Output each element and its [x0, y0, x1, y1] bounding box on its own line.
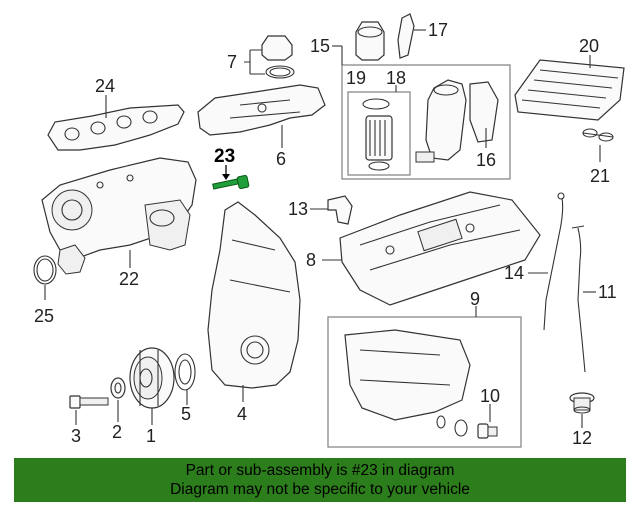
callout-16: 16 [476, 150, 496, 170]
part-20-oil-cooler [514, 59, 625, 121]
callout-18: 18 [386, 68, 406, 88]
part-18-filter-element [362, 98, 393, 171]
callout-13: 13 [288, 199, 308, 219]
part-8-upper-oil-pan [339, 191, 541, 306]
callout-20: 20 [579, 36, 599, 56]
callout-5: 5 [181, 404, 191, 424]
callout-8: 8 [306, 250, 316, 270]
banner-line-1: Part or sub-assembly is #23 in diagram [185, 462, 455, 479]
part-9-lower-oil-pan [344, 329, 471, 437]
group-box-15 [341, 64, 511, 180]
callout-12: 12 [572, 428, 592, 448]
group-box-9 [327, 316, 522, 448]
part-14-dipstick [543, 192, 565, 331]
banner-line-2: Diagram may not be specific to your vehi… [170, 481, 470, 498]
part-1-crank-pulley [129, 347, 175, 409]
callout-3: 3 [71, 426, 81, 446]
part-12-fill-cap [569, 392, 595, 414]
part-17-sensor [397, 13, 415, 59]
callout-9: 9 [470, 289, 480, 309]
callout-7: 7 [227, 52, 237, 72]
part-4-timing-cover [207, 201, 301, 389]
callout-1: 1 [146, 426, 156, 446]
callout-22: 22 [119, 269, 139, 289]
callout-labels: 1 2 3 4 5 6 7 8 9 10 11 12 13 14 15 16 1… [34, 20, 617, 448]
callout-4: 4 [237, 404, 247, 424]
info-banner: Part or sub-assembly is #23 in diagram D… [14, 458, 626, 502]
part-10-drain-plug [477, 423, 498, 439]
part-13-bracket [327, 195, 353, 225]
part-25-o-ring [33, 255, 57, 285]
callout-14: 14 [504, 263, 524, 283]
part-11-dipstick-tube [571, 225, 586, 373]
part-23-bolt [212, 174, 250, 190]
callout-23: 23 [214, 146, 235, 167]
callout-25: 25 [34, 306, 54, 326]
callout-15: 15 [310, 36, 330, 56]
part-7-cap-and-seal [261, 35, 295, 79]
part-3-bolt [69, 395, 109, 409]
callout-21: 21 [590, 166, 610, 186]
callout-24: 24 [95, 76, 115, 96]
part-2-washer [110, 377, 126, 399]
group-box-18 [347, 91, 411, 176]
part-19-filter-cap [355, 21, 385, 61]
callout-10: 10 [480, 386, 500, 406]
callout-19: 19 [346, 68, 366, 88]
callout-2: 2 [112, 422, 122, 442]
part-22-intake-manifold [41, 157, 197, 275]
callout-6: 6 [276, 149, 286, 169]
part-5-seal [174, 353, 196, 391]
part-6-valve-cover [197, 84, 326, 136]
callout-17: 17 [428, 20, 448, 40]
callout-11: 11 [598, 282, 617, 302]
part-21-cooler-seals [582, 128, 614, 142]
part-16-filter-housing [415, 79, 499, 163]
part-24-manifold-gasket [47, 104, 185, 151]
